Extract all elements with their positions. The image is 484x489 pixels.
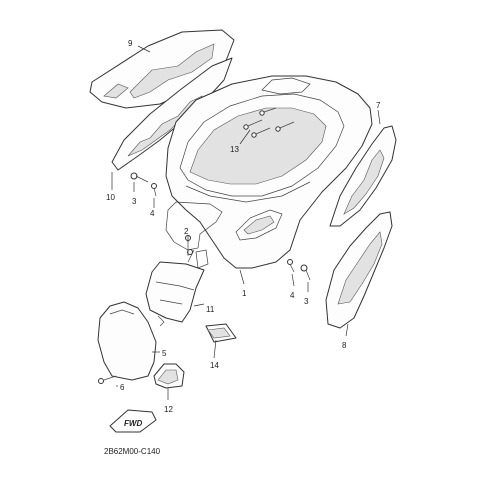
- callout-7: 7: [376, 101, 381, 110]
- callout-13: 13: [230, 145, 239, 154]
- callout-12: 12: [164, 405, 173, 414]
- part-5-front-panel: [97, 301, 157, 381]
- callout-1: 1: [242, 289, 247, 298]
- callout-labels: 9 7 13 10 3 4 2 1 4 3 11 8 5 14 6 12: [106, 39, 381, 414]
- fwd-arrow: FWD: [109, 409, 157, 433]
- callout-8: 8: [342, 341, 347, 350]
- part-9-decal: [89, 29, 235, 109]
- callout-4-left: 4: [150, 209, 155, 218]
- part-8-right-cover: [325, 211, 393, 329]
- part-12-emblem: [153, 363, 185, 389]
- fwd-text: FWD: [124, 419, 142, 428]
- callout-5: 5: [162, 349, 167, 358]
- callout-11: 11: [206, 305, 215, 314]
- part-7-decal: [329, 125, 397, 227]
- part-13-screws: [243, 107, 295, 138]
- callout-9: 9: [128, 39, 133, 48]
- callout-4-right: 4: [290, 291, 295, 300]
- callout-3-right: 3: [304, 297, 309, 306]
- part-10-left-cover: [111, 57, 233, 171]
- part-1-main-body: [165, 75, 373, 269]
- part-2-screw: [185, 235, 191, 256]
- leader-lines: [111, 45, 381, 400]
- callout-6: 6: [120, 383, 125, 392]
- part-6-screw: [98, 375, 117, 384]
- part-3-4-screws: [130, 172, 311, 281]
- part-14-pad: [205, 323, 237, 343]
- part-11-bracket: [145, 249, 205, 327]
- reference-code: 2B62M00-C140: [104, 447, 161, 456]
- callout-10: 10: [106, 193, 115, 202]
- callout-2: 2: [184, 227, 189, 236]
- callout-3-left: 3: [132, 197, 137, 206]
- callout-14: 14: [210, 361, 219, 370]
